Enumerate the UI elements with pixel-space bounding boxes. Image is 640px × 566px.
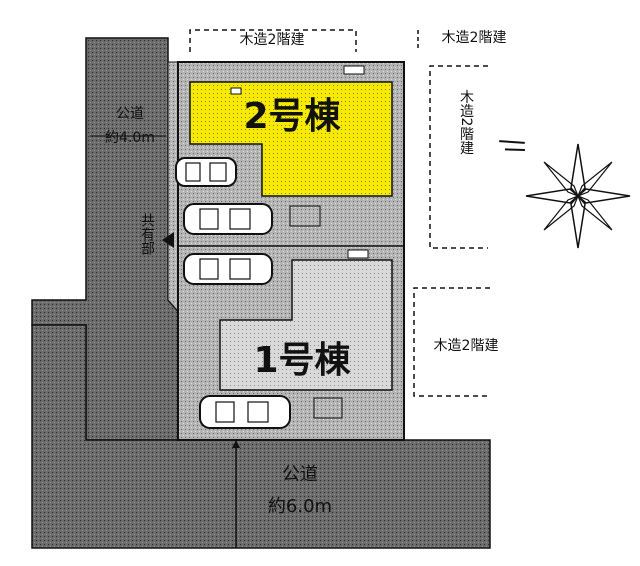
parking-car-4 bbox=[199, 395, 291, 429]
neighbor-top-outline bbox=[189, 29, 357, 52]
building-1 bbox=[219, 259, 393, 391]
neighbor-right-label: 木造2階建 bbox=[458, 90, 474, 156]
bottom-road-name: 公道 bbox=[282, 464, 318, 485]
neighbor-right-outline bbox=[429, 65, 488, 249]
left-road-width: 約4.0m bbox=[105, 130, 155, 146]
neighbor-right-mid-outline bbox=[413, 287, 490, 397]
building-2-entrance-mark bbox=[230, 87, 242, 95]
meter-box bbox=[347, 249, 369, 259]
building-1-label: 1号棟 bbox=[253, 340, 351, 381]
shared-area-arrow bbox=[162, 232, 174, 248]
left-road-name: 公道 bbox=[116, 106, 144, 122]
bottom-road-arrow-top bbox=[232, 440, 240, 448]
bottom-road-width: 約6.0m bbox=[268, 496, 332, 517]
neighbor-right-mid-label: 木造2階建 bbox=[434, 338, 499, 354]
compass-icon bbox=[525, 143, 631, 249]
equipment-box bbox=[289, 205, 321, 227]
north-mark-icon bbox=[499, 140, 525, 152]
building-2-label: 2号棟 bbox=[243, 96, 341, 137]
neighbor-top-right-label: 木造2階建 bbox=[442, 30, 507, 46]
shared-area-label: 共有部 bbox=[139, 213, 155, 255]
equipment-box bbox=[313, 397, 343, 419]
meter-box bbox=[343, 65, 365, 75]
parking-car-3 bbox=[183, 253, 273, 285]
neighbor-top-label: 木造2階建 bbox=[240, 32, 305, 48]
parking-car-1 bbox=[175, 157, 237, 187]
parking-car-2 bbox=[183, 203, 273, 235]
bottom-road bbox=[31, 324, 491, 549]
building-2 bbox=[189, 81, 393, 197]
